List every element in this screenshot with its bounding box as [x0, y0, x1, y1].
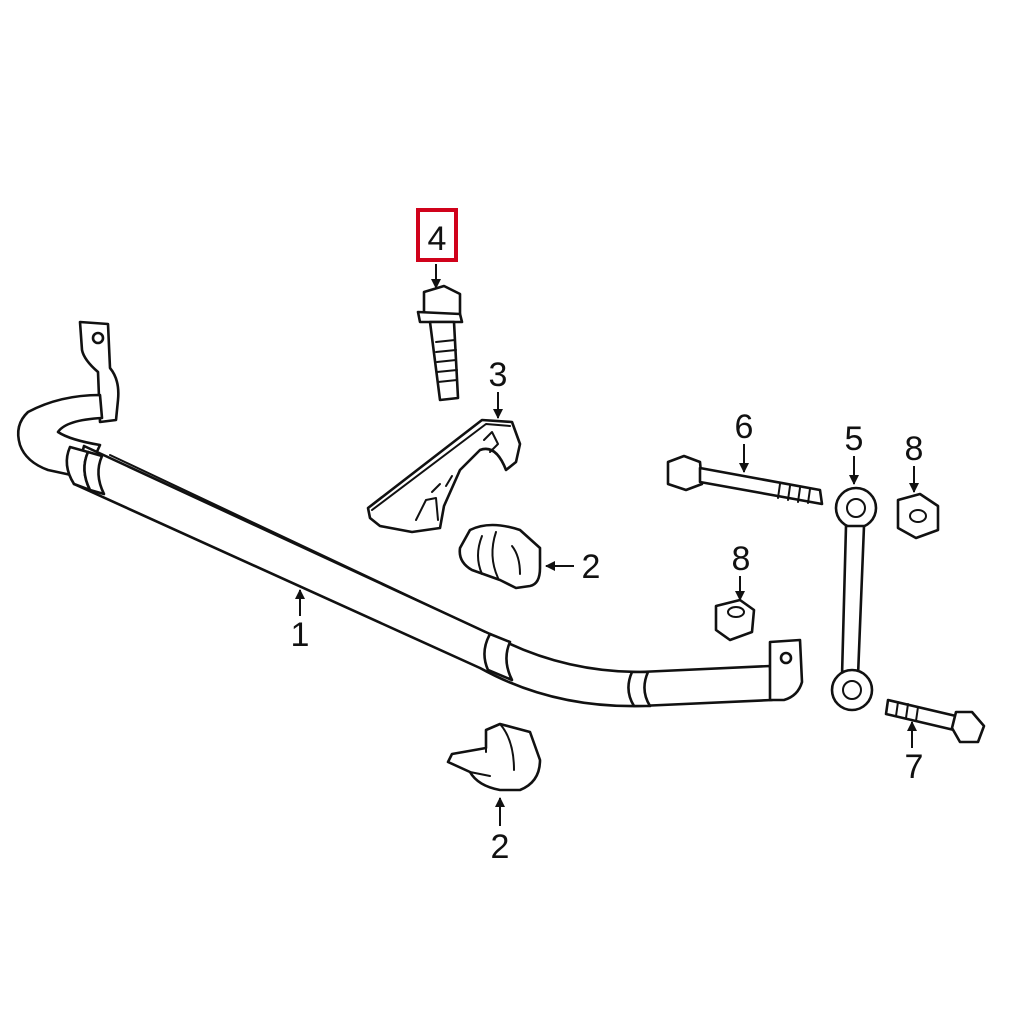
callout-3[interactable]: 3: [489, 356, 508, 394]
callout-6[interactable]: 6: [735, 408, 754, 446]
leader-lines: [295, 264, 919, 826]
link-bolt-lower[interactable]: [884, 698, 986, 744]
callout-4[interactable]: 4: [428, 220, 447, 258]
callouts: 4 3 2 1 2 6 5 8 8 7: [291, 208, 924, 866]
callout-2-upper[interactable]: 2: [582, 548, 601, 586]
bushing-bracket[interactable]: [366, 418, 522, 534]
mounting-bolt[interactable]: [416, 284, 464, 402]
callout-2-lower[interactable]: 2: [491, 828, 510, 866]
nut-left[interactable]: [714, 598, 756, 642]
stabilizer-link[interactable]: [830, 486, 878, 712]
nut-right[interactable]: [896, 492, 940, 540]
callout-1[interactable]: 1: [291, 616, 310, 654]
callout-5[interactable]: 5: [845, 420, 864, 458]
callout-8-left[interactable]: 8: [732, 540, 751, 578]
callout-8-right[interactable]: 8: [905, 430, 924, 468]
stabilizer-bar[interactable]: [16, 320, 804, 708]
bushing-lower[interactable]: [446, 722, 542, 792]
bushing-upper[interactable]: [458, 523, 542, 590]
highlight-box: [416, 208, 458, 262]
link-bolt-upper[interactable]: [666, 454, 824, 506]
callout-7[interactable]: 7: [905, 748, 924, 786]
